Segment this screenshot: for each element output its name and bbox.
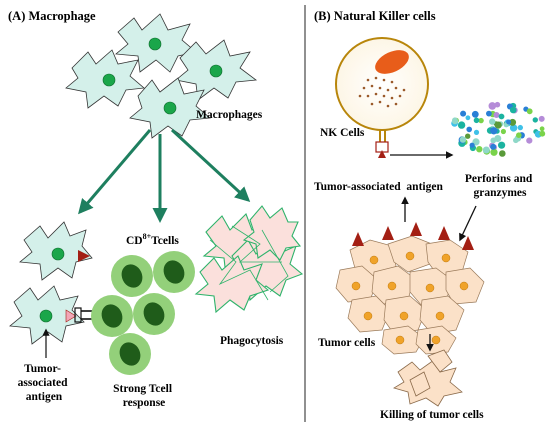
perforin-granule — [509, 124, 518, 132]
perforin-granule — [471, 110, 479, 118]
perforin-granule — [506, 119, 512, 125]
panel-a-title: (A) Macrophage — [8, 9, 96, 23]
perforin-granule — [465, 133, 471, 139]
perforin-granule — [476, 146, 483, 153]
perforin-granule — [516, 132, 522, 138]
perforin-granule — [493, 112, 500, 118]
macrophage-arrows — [78, 128, 251, 223]
antigen-macrophage-bottom — [9, 285, 92, 345]
tumor-antigen-label-b: Tumor-associated antigen — [314, 181, 443, 193]
mhc-receptor — [74, 307, 82, 323]
phagocytosis-cluster — [194, 205, 304, 314]
perforins-cloud — [451, 101, 546, 157]
tumor-nuclei — [351, 251, 469, 345]
perforin-granule — [526, 137, 533, 144]
phagocytosis-label: Phagocytosis — [220, 335, 284, 347]
perforin-granule — [498, 113, 505, 120]
perforin-granule — [526, 108, 533, 115]
perforin-granule — [460, 110, 467, 117]
perforin-granule — [538, 115, 545, 122]
nk-granules — [358, 76, 406, 108]
perforin-granule — [494, 121, 502, 129]
tcell — [111, 255, 153, 297]
perforin-granule — [488, 102, 497, 110]
perforin-granule — [539, 130, 546, 137]
tcell — [153, 251, 195, 293]
perforin-granule — [539, 126, 545, 132]
perforin-granule — [452, 117, 458, 124]
perforin-granule — [473, 129, 480, 135]
perforin-granule — [490, 127, 498, 135]
tumor-antigen-label-a: Tumor- associated antigen — [18, 363, 71, 403]
perforin-granule — [494, 135, 502, 142]
antigen-triangle — [378, 150, 386, 158]
perforin-granule — [509, 106, 517, 114]
antigen-triangle — [65, 309, 77, 323]
arrow-to-antigen-cells — [78, 129, 152, 215]
nk-cell — [335, 37, 429, 158]
perforin-granule — [466, 126, 473, 133]
perforin-granule — [486, 110, 492, 117]
nk-nucleus — [375, 50, 409, 74]
perforins-label: Perforins and granzymes — [465, 173, 535, 199]
antigen-triangle — [78, 250, 90, 262]
perforin-granule — [459, 136, 467, 143]
perforin-granule — [532, 117, 538, 123]
tumor-antigens — [352, 222, 474, 250]
perforin-granule — [482, 146, 490, 154]
phagocytosis-tangles — [209, 225, 289, 301]
perforin-granule — [490, 148, 498, 156]
perforin-granule — [457, 121, 466, 129]
antigen-macrophage-top — [19, 221, 93, 281]
macrophage-nuclei — [102, 37, 223, 115]
perforin-granule — [498, 141, 506, 149]
perforin-granule — [499, 150, 506, 157]
tcell-cluster — [91, 251, 195, 375]
killing-label: Killing of tumor cells — [380, 409, 484, 421]
perforin-granule — [489, 118, 496, 125]
perforin-granule — [490, 143, 497, 150]
tcell-response-label: Strong Tcell response — [113, 383, 175, 409]
perforin-granule — [465, 115, 471, 121]
perforin-granule — [500, 128, 506, 135]
cd8-tcells-label: CD8+Tcells — [126, 232, 179, 247]
nk-cells-label: NK Cells — [320, 127, 365, 139]
perforin-granule — [509, 118, 517, 126]
perforin-granule — [517, 124, 523, 131]
arrow-perforins-to-tumor — [459, 205, 477, 242]
perforin-granule — [473, 117, 480, 124]
arrow-to-phagocytosis — [170, 128, 251, 203]
tcell — [91, 295, 133, 337]
tcell — [109, 333, 151, 375]
tumor-cells-label: Tumor cells — [318, 337, 376, 349]
perforin-granule — [469, 142, 475, 148]
macrophages-label: Macrophages — [196, 109, 263, 121]
perforin-granule — [478, 117, 484, 124]
panel-b-title: (B) Natural Killer cells — [314, 9, 436, 23]
killed-tumor-fragments — [393, 349, 463, 407]
tcell — [133, 293, 175, 335]
